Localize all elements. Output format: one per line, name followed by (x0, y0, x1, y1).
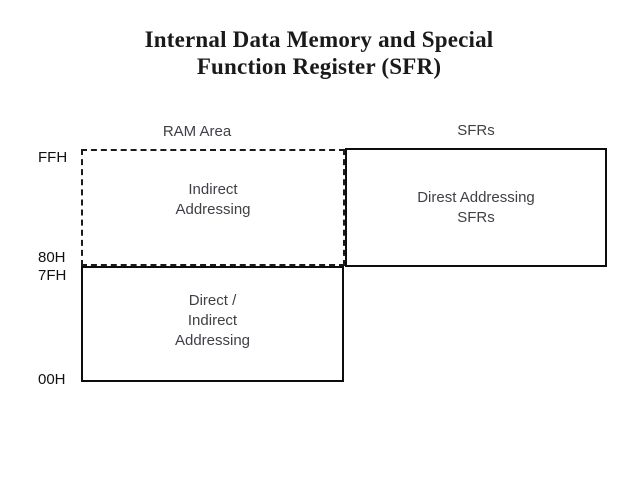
memory-block-direct-indirect-addressing: Direct / Indirect Addressing (81, 266, 344, 382)
address-label-00h: 00H (38, 371, 66, 388)
page-title: Internal Data Memory and Special Functio… (0, 26, 638, 80)
memory-block-indirect-line-2: Addressing (175, 201, 251, 218)
memory-block-direct-line-3: Addressing (174, 332, 251, 349)
memory-block-sfr-line-2: SFRs (457, 209, 495, 226)
memory-block-indirect-addressing: Indirect Addressing (81, 149, 345, 266)
address-label-80h: 80H (38, 249, 66, 266)
page-title-line-2: Function Register (SFR) (196, 54, 442, 79)
memory-block-direct-line-2: Indirect (187, 312, 238, 329)
memory-block-direct-label: Direct / Indirect Addressing (83, 291, 342, 351)
memory-block-sfr-line-1: Direst Addressing (417, 189, 535, 206)
page-title-line-1: Internal Data Memory and Special (144, 27, 494, 52)
address-label-7fh: 7FH (38, 267, 67, 284)
memory-block-sfr-direct-addressing: Direst Addressing SFRs (345, 148, 607, 267)
memory-block-indirect-line-1: Indirect (188, 181, 238, 198)
address-label-ffh: FFH (38, 149, 68, 166)
memory-block-sfr-label: Direst Addressing SFRs (347, 188, 605, 228)
column-header-sfrs: SFRs (457, 122, 495, 139)
column-header-ram-area: RAM Area (162, 123, 232, 140)
memory-block-direct-line-1: Direct / (188, 292, 237, 309)
memory-block-indirect-label: Indirect Addressing (83, 180, 343, 220)
